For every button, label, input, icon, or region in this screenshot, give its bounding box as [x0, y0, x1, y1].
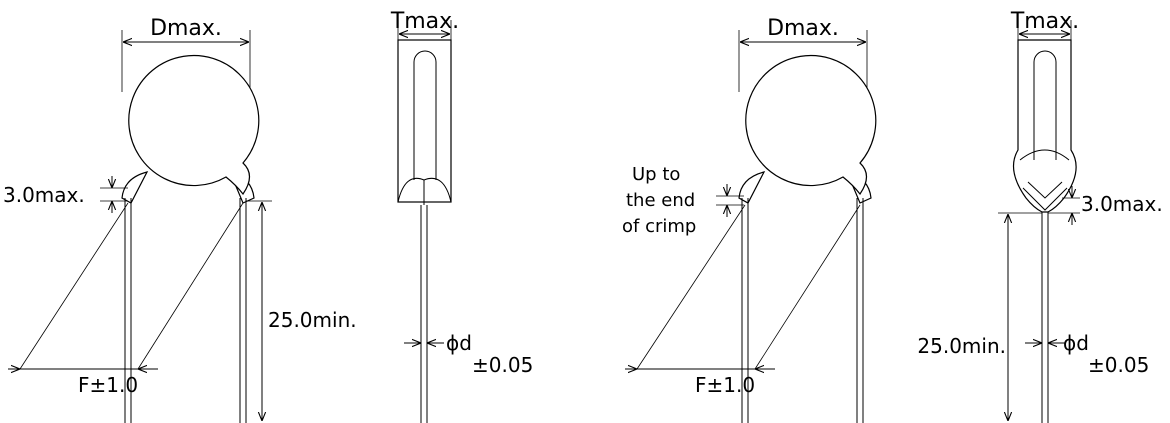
disc-body-2 — [745, 54, 877, 196]
phi-d-label-2: ϕd — [1063, 331, 1089, 355]
left-crimp — [121, 171, 149, 204]
min25-label-2: 25.0min. — [917, 334, 1006, 358]
max30-label-2: 3.0max. — [1081, 192, 1163, 216]
left-front-view: Dmax. 3.0max. 25.0min. F±1.0 — [3, 16, 357, 423]
f-label: F±1.0 — [78, 373, 138, 397]
tolerance-label-2: ±0.05 — [1088, 353, 1149, 377]
the-end-label: the end — [626, 190, 695, 211]
up-to-label: Up to — [632, 164, 680, 185]
dmax-label: Dmax. — [150, 16, 222, 41]
tmax-label: Tmax. — [390, 9, 459, 34]
f-label-2: F±1.0 — [695, 373, 755, 397]
max30-label: 3.0max. — [3, 183, 85, 207]
min25-label: 25.0min. — [268, 308, 357, 332]
right-front-view: Dmax. Up to the end of crimp F±1.0 — [622, 16, 877, 423]
right-side-view: Tmax. 3.0max. 25.0min. ϕd ±0.05 — [917, 9, 1163, 423]
dmax-label-2: Dmax. — [767, 16, 839, 41]
side-body — [397, 39, 452, 203]
tolerance-label: ±0.05 — [472, 353, 533, 377]
left-side-view: Tmax. ϕd ±0.05 — [390, 9, 533, 423]
disc-body — [128, 54, 260, 196]
tmax-label-2: Tmax. — [1010, 9, 1079, 34]
of-crimp-label: of crimp — [622, 216, 696, 237]
phi-d-label: ϕd — [446, 331, 472, 355]
side-body-2 — [1012, 39, 1077, 213]
